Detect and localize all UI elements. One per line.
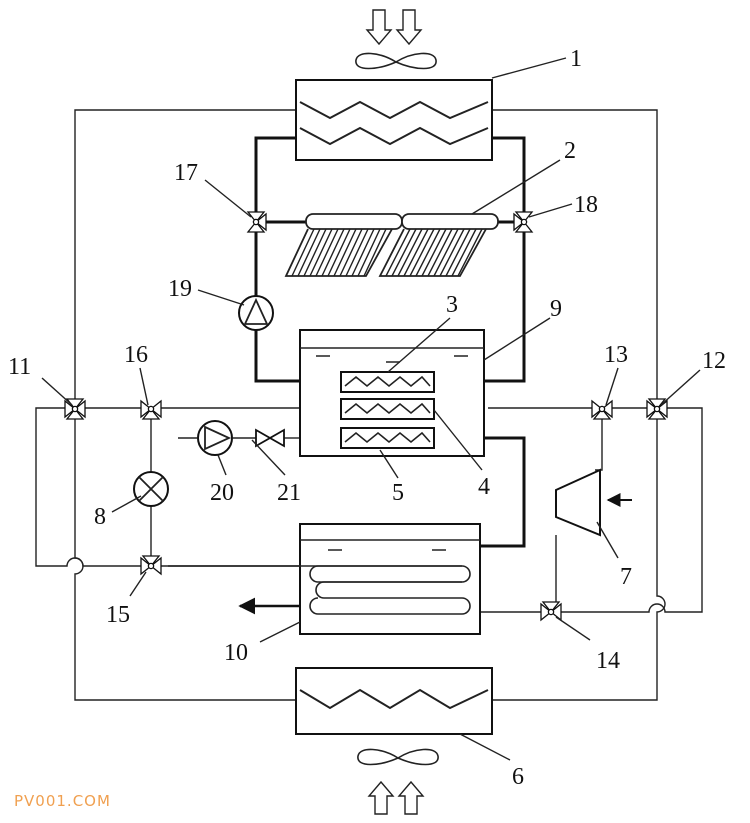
label-4: 4 (478, 474, 490, 500)
pump-20 (197, 420, 233, 456)
three-way-valve-17 (246, 211, 267, 233)
label-18: 18 (574, 192, 598, 218)
label-9: 9 (550, 296, 562, 322)
solar-collectors (284, 213, 499, 277)
component-labels: 1 2 3 9 4 5 21 20 19 17 18 16 11 13 12 8… (8, 46, 726, 790)
label-14: 14 (596, 648, 620, 674)
bottom-fan-icon (357, 748, 439, 815)
label-5: 5 (392, 480, 404, 506)
refrigerant-piping (35, 109, 703, 701)
label-8: 8 (94, 504, 106, 530)
four-way-valve-11 (64, 398, 86, 420)
three-way-valve-16 (140, 399, 162, 420)
stop-valve (255, 428, 285, 448)
label-3: 3 (446, 292, 458, 318)
top-heat-exchanger (295, 79, 493, 161)
circulation-pump-19 (238, 295, 274, 331)
label-11: 11 (8, 354, 31, 380)
leader-lines (41, 57, 701, 761)
label-17: 17 (174, 160, 198, 186)
label-10: 10 (224, 640, 248, 666)
four-way-valve-12 (646, 398, 668, 420)
tank-coils (340, 371, 435, 449)
watermark: PV001.COM (14, 792, 111, 810)
label-15: 15 (106, 602, 130, 628)
label-13: 13 (604, 342, 628, 368)
label-2: 2 (564, 138, 576, 164)
three-way-valve-15 (140, 555, 162, 576)
label-12: 12 (702, 348, 726, 374)
compressor (555, 468, 632, 537)
label-1: 1 (570, 46, 582, 72)
label-7: 7 (620, 564, 632, 590)
label-16: 16 (124, 342, 148, 368)
label-19: 19 (168, 276, 192, 302)
three-way-valve-13 (591, 399, 613, 420)
top-fan-icon (355, 9, 437, 70)
lower-tank (168, 523, 481, 635)
label-21: 21 (277, 480, 301, 506)
label-6: 6 (512, 764, 524, 790)
label-20: 20 (210, 480, 234, 506)
bottom-heat-exchanger (295, 667, 493, 735)
three-way-valve-18 (513, 211, 534, 233)
expansion-valve (133, 471, 169, 507)
three-way-valve-14 (540, 601, 562, 622)
